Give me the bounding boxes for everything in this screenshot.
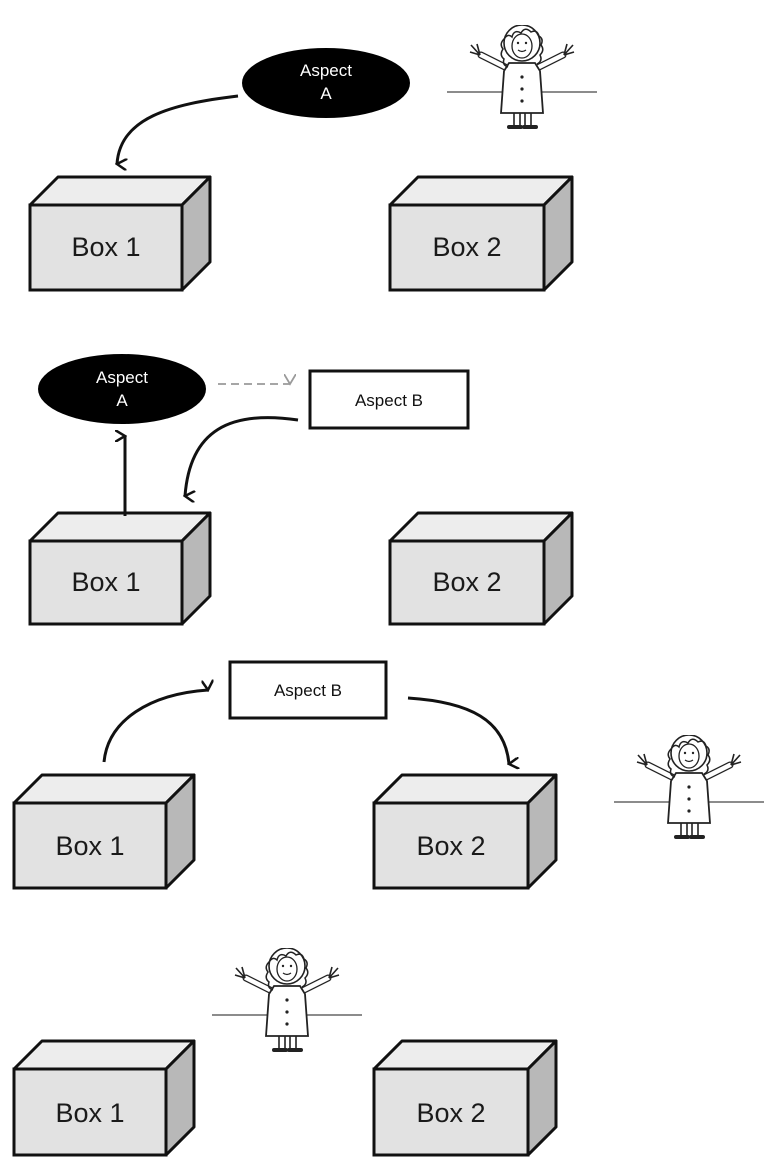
box-1: Box 1: [12, 1039, 196, 1157]
box-2-label: Box 2: [416, 831, 485, 861]
aspect-a-label-line1: Aspect: [96, 368, 148, 387]
box-2-label: Box 2: [432, 567, 501, 597]
panel-3: Box 1 Box 2 Aspect B: [12, 660, 764, 890]
aspect-a-label-line2: A: [320, 84, 332, 103]
arrow-aspect-a-to-box-1: [117, 94, 239, 164]
observer-figure-icon: [614, 735, 764, 837]
arrow-aspect-b-to-box-1: [185, 416, 299, 496]
aspect-b-label: Aspect B: [355, 391, 423, 410]
aspect-a: Aspect A: [242, 48, 410, 118]
aspect-b-label: Aspect B: [274, 681, 342, 700]
box-1-label: Box 1: [71, 232, 140, 262]
box-1: Box 1: [28, 175, 212, 292]
box-1: Box 1: [28, 511, 212, 626]
box-2: Box 2: [388, 511, 574, 626]
arrow-aspect-b-to-box-2: [407, 696, 509, 764]
aspect-a-label-line1: Aspect: [300, 61, 352, 80]
box-2: Box 2: [372, 1039, 558, 1157]
observer-figure-icon: [447, 25, 597, 127]
panel-1: Box 1 Box 2 Aspect A: [28, 25, 597, 292]
box-2: Box 2: [388, 175, 574, 292]
box-2-label: Box 2: [432, 232, 501, 262]
box-1-label: Box 1: [55, 1098, 124, 1128]
box-2-label: Box 2: [416, 1098, 485, 1128]
panel-4: Box 1 Box 2: [12, 948, 558, 1157]
aspect-b: Aspect B: [228, 660, 388, 720]
box-1-label: Box 1: [71, 567, 140, 597]
observer-figure-icon: [212, 948, 362, 1050]
box-1-label: Box 1: [55, 831, 124, 861]
aspect-b: Aspect B: [308, 369, 470, 430]
aspect-a-label-line2: A: [116, 391, 128, 410]
aspect-a: Aspect A: [38, 354, 206, 424]
box-1: Box 1: [12, 773, 196, 890]
panel-2: Box 1 Box 2 Aspect A Aspect B: [28, 354, 574, 626]
arrow-box-1-to-aspect-b: [102, 690, 208, 763]
box-2: Box 2: [372, 773, 558, 890]
